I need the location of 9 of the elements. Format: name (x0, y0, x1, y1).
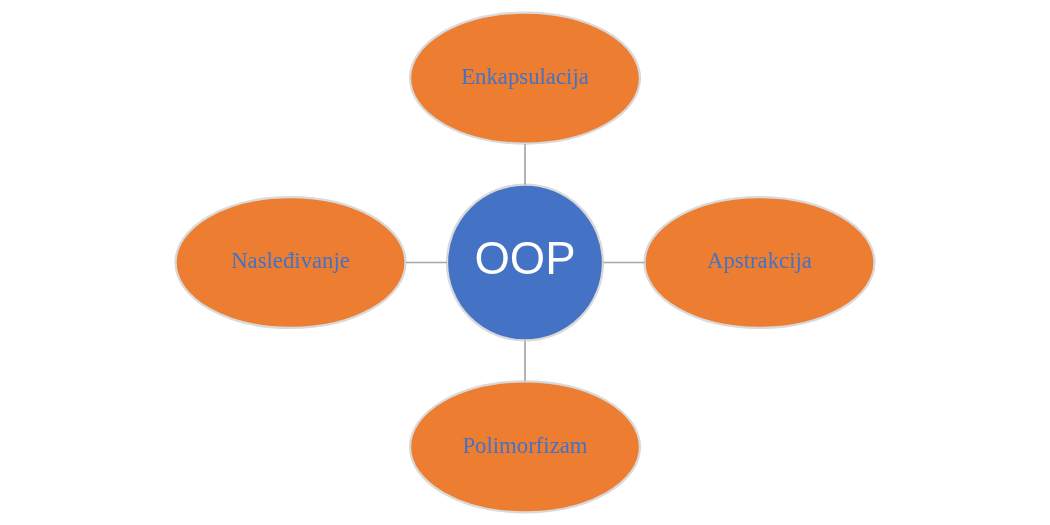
connector (405, 261, 448, 264)
connector (524, 340, 526, 382)
node-ellipse: Polimorfizam (408, 380, 642, 514)
node-circle: OOP (445, 183, 605, 342)
connector (524, 143, 526, 186)
node-ellipse: Nasleđivanje (174, 195, 407, 330)
connector (602, 261, 646, 264)
node-ellipse: Apstrakcija (643, 195, 876, 330)
node-ellipse: Enkapsulacija (408, 11, 642, 145)
